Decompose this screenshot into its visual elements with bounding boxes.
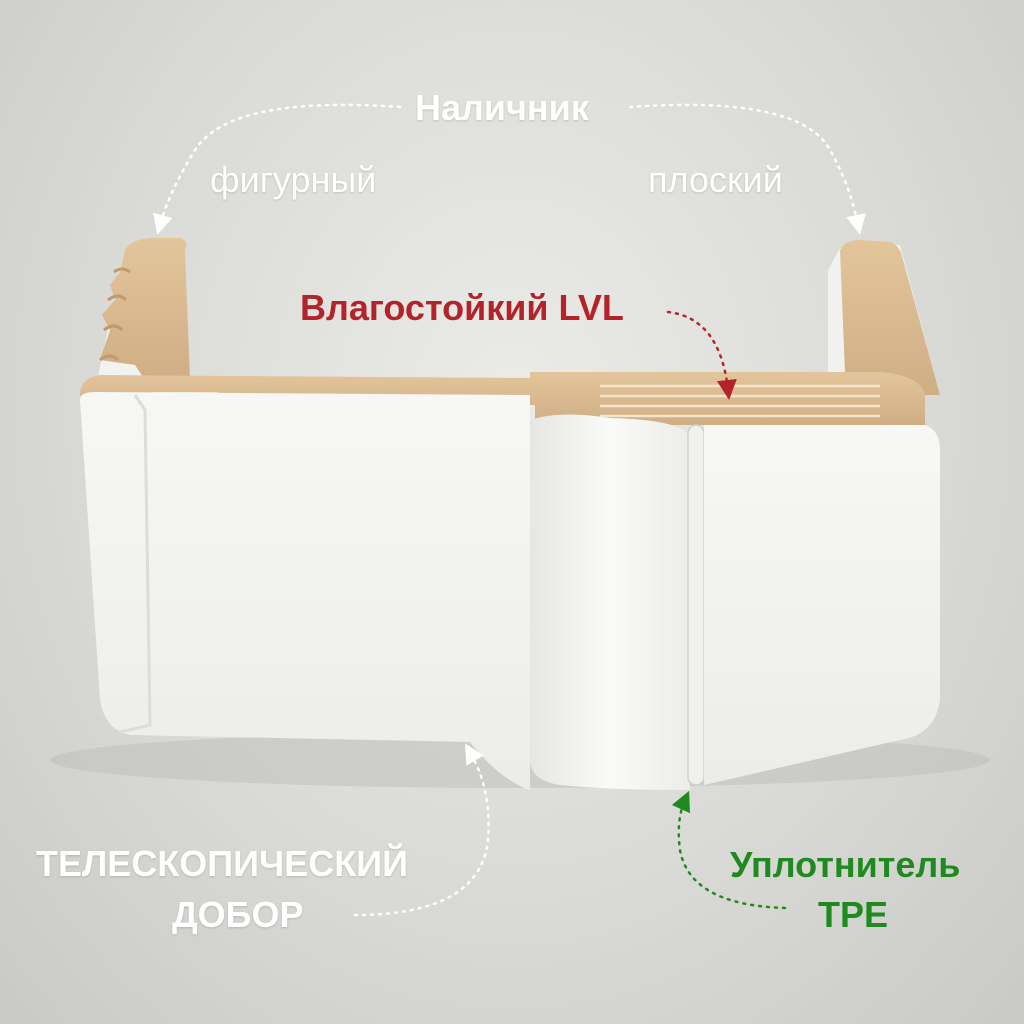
dobor-face [80, 392, 530, 790]
dobor-label-line2: ДОБОР [172, 894, 304, 935]
dobor-label-line1: ТЕЛЕСКОПИЧЕСКИЙ [36, 843, 409, 884]
right-casing-flat [828, 240, 940, 395]
lvl-layers [600, 384, 880, 418]
frame-rebate-pillar [530, 414, 690, 790]
tpe-seal-strip [687, 424, 705, 786]
arrow-to-lvl [666, 310, 737, 400]
lvl-label: Влагостойкий LVL [300, 287, 624, 328]
nalichnik-label: Наличник [415, 87, 589, 128]
arrow-to-flat [628, 103, 866, 235]
frame-right-face [704, 425, 940, 785]
left-casing-figured [95, 238, 190, 390]
arrow-to-figured [153, 103, 402, 235]
flat-label: плоский [648, 159, 783, 200]
arrow-to-dobor [353, 743, 490, 917]
seal-label-line1: Уплотнитель [730, 844, 961, 885]
figured-label: фигурный [210, 159, 377, 200]
arrow-to-seal [671, 790, 787, 910]
seal-label-line2: TPE [818, 894, 889, 935]
